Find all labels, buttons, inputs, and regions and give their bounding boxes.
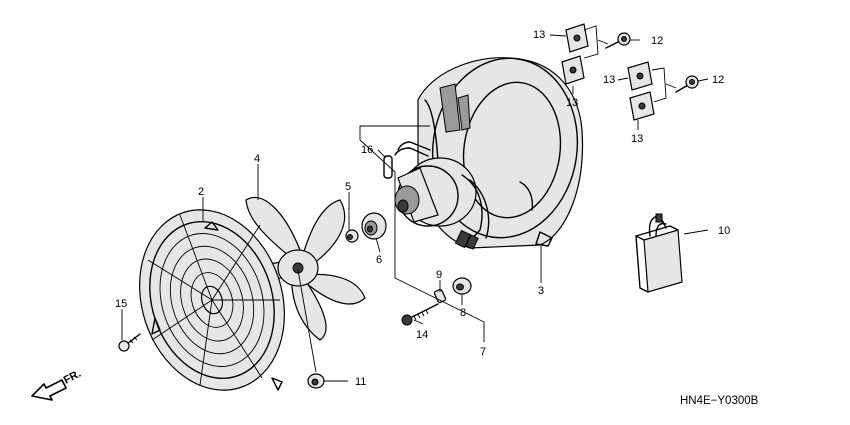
collar[interactable] (345, 229, 359, 243)
callout-12a: 12 (651, 35, 663, 47)
direction-label: FR. (62, 368, 83, 387)
clip-nut[interactable] (561, 55, 585, 85)
callout-4: 4 (254, 153, 260, 165)
clip-nut[interactable] (565, 23, 589, 53)
leader-lines (121, 25, 709, 382)
fan-guard[interactable] (117, 191, 307, 409)
callout-7: 7 (480, 346, 486, 358)
nut[interactable] (452, 277, 472, 295)
callout-16: 16 (361, 144, 373, 156)
fan-motor-assembly[interactable] (394, 157, 490, 250)
callout-13b: 13 (566, 97, 578, 109)
callout-15: 15 (115, 298, 127, 310)
callout-3: 3 (538, 285, 544, 297)
callout-6: 6 (376, 254, 382, 266)
callout-labels: 2 3 4 5 6 7 8 9 10 11 12 12 13 13 13 13 … (115, 29, 730, 388)
callout-8: 8 (460, 307, 466, 319)
callout-13c: 13 (603, 74, 615, 86)
bolt-washer[interactable] (675, 75, 699, 93)
callout-5: 5 (345, 181, 351, 193)
screw[interactable] (118, 333, 141, 352)
callout-14: 14 (416, 329, 428, 341)
breather-tube[interactable] (383, 141, 431, 179)
fan-blade[interactable] (245, 196, 366, 341)
callout-13d: 13 (631, 133, 643, 145)
bolt[interactable] (401, 303, 439, 326)
callout-9: 9 (436, 269, 442, 281)
callout-12b: 12 (712, 74, 724, 86)
clip-nut[interactable] (629, 91, 655, 121)
callout-13a: 13 (533, 29, 545, 41)
callout-10: 10 (718, 225, 730, 237)
callout-2: 2 (198, 186, 204, 198)
front-direction-arrow-icon: FR. (31, 368, 83, 401)
callout-11: 11 (355, 376, 366, 388)
relay[interactable] (635, 213, 683, 293)
cushion-rubber[interactable] (361, 212, 387, 240)
flange-nut[interactable] (307, 373, 325, 389)
clip-nut[interactable] (627, 61, 653, 91)
bolt-washer[interactable] (605, 32, 631, 49)
diagram-code: HN4E−Y0300B (680, 395, 759, 407)
